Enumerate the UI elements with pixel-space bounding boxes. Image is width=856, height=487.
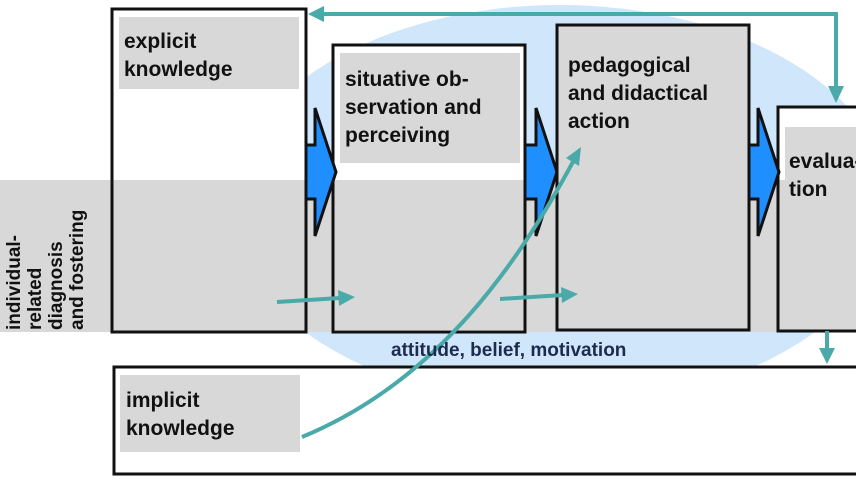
explicit-knowledge-lower xyxy=(114,180,305,331)
situative-lower xyxy=(335,180,524,330)
implicit-knowledge-label: implicit knowledge xyxy=(126,387,235,443)
pedagogical-label: pedagogical and didactical action xyxy=(568,52,708,136)
feedback-arrowhead-left-icon xyxy=(308,6,324,22)
attitude-label: attitude, belief, motivation xyxy=(391,337,626,365)
explicit-knowledge-label: explicit knowledge xyxy=(124,28,233,84)
evaluation-label: evalua- tion xyxy=(789,148,856,204)
eval-to-implicit-arrowhead-icon xyxy=(819,348,835,364)
band-label-rotated: individual- related diagnosis and foster… xyxy=(4,210,88,330)
situative-label: situative ob- servation and perceiving xyxy=(345,66,482,150)
